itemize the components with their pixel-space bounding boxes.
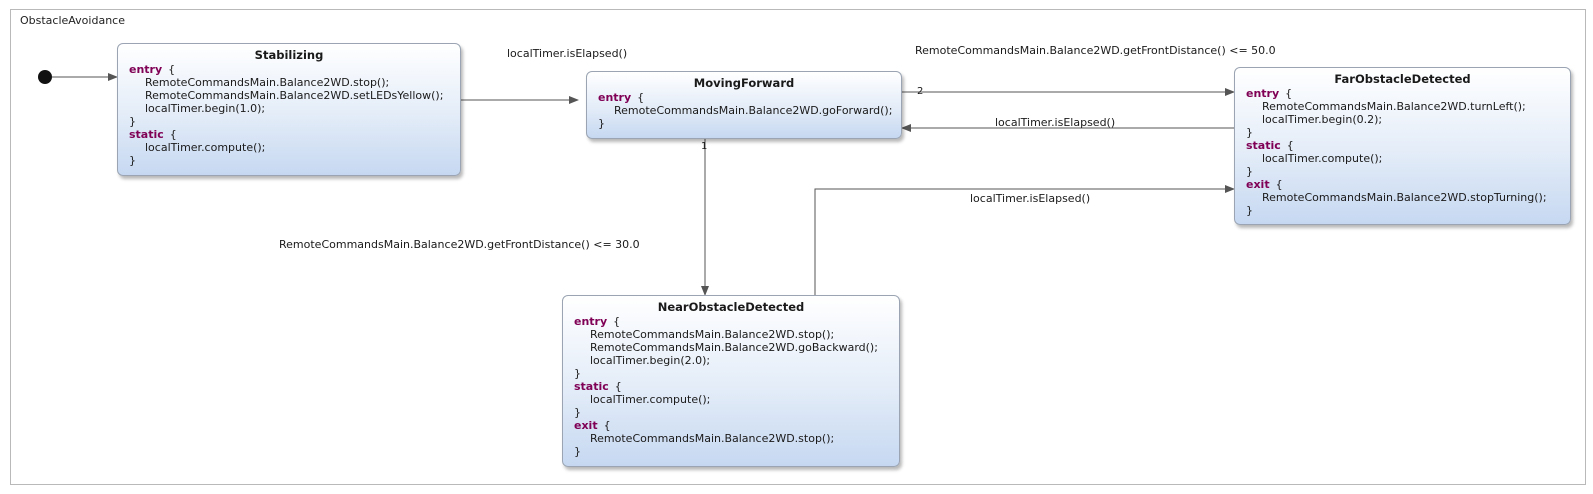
action-statement: localTimer.compute(); [1262,152,1383,165]
open-brace: { [1285,87,1293,100]
open-brace: { [613,315,621,328]
action-keyword: exit [1246,178,1270,191]
label-stabilizing-to-movingforward: localTimer.isElapsed() [507,47,628,60]
action-statement: RemoteCommandsMain.Balance2WD.goForward(… [614,104,893,117]
action-block-header: static { [574,380,888,393]
action-statement: localTimer.begin(0.2); [1262,113,1383,126]
open-brace: { [1286,139,1294,152]
close-brace: } [1246,204,1253,217]
state-movingforward[interactable]: MovingForward entry {RemoteCommandsMain.Ba… [586,71,902,139]
action-block-header: static { [1246,139,1559,152]
state-name: NearObstacleDetected [657,300,805,314]
action-keyword: exit [574,419,598,432]
action-statement: RemoteCommandsMain.Balance2WD.goBackward… [590,341,878,354]
action-statement: localTimer.begin(1.0); [145,102,266,115]
action-keyword: entry [1246,87,1280,100]
close-brace: } [129,115,136,128]
action-keyword: static [574,380,609,393]
state-name: Stabilizing [254,48,324,62]
label-movingforward-to-nearobstacle: RemoteCommandsMain.Balance2WD.getFrontDi… [279,238,640,251]
open-brace: { [169,128,177,141]
action-statement: RemoteCommandsMain.Balance2WD.turnLeft()… [1262,100,1526,113]
action-block-header: exit { [574,419,888,432]
action-block-header: static { [129,128,449,141]
action-keyword: static [129,128,164,141]
open-brace: { [1275,178,1283,191]
action-statement: RemoteCommandsMain.Balance2WD.stopTurnin… [1262,191,1547,204]
action-keyword: entry [598,91,632,104]
action-keyword: static [1246,139,1281,152]
close-brace: } [1246,165,1253,178]
priority-movingforward-to-farobstacle: 2 [917,86,924,97]
open-brace: { [614,380,622,393]
priority-movingforward-to-nearobstacle: 1 [701,141,708,152]
close-brace: } [598,117,605,130]
action-statement: localTimer.compute(); [145,141,266,154]
diagram-title: ObstacleAvoidance [20,14,125,27]
action-statement: RemoteCommandsMain.Balance2WD.stop(); [145,76,390,89]
open-brace: { [637,91,645,104]
label-movingforward-to-farobstacle: RemoteCommandsMain.Balance2WD.getFrontDi… [915,44,1276,57]
open-brace: { [603,419,611,432]
state-name: MovingForward [693,76,795,90]
action-statement: RemoteCommandsMain.Balance2WD.stop(); [590,432,835,445]
action-statement: localTimer.compute(); [590,393,711,406]
action-keyword: entry [574,315,608,328]
action-statement: RemoteCommandsMain.Balance2WD.stop(); [590,328,835,341]
close-brace: } [129,154,136,167]
close-brace: } [574,367,581,380]
label-nearobstacle-to-farobstacle: localTimer.isElapsed() [970,192,1091,205]
action-statement: localTimer.begin(2.0); [590,354,711,367]
action-block-header: exit { [1246,178,1559,191]
close-brace: } [1246,126,1253,139]
action-block-header: entry { [1246,87,1559,100]
state-name: FarObstacleDetected [1334,72,1471,86]
action-keyword: entry [129,63,163,76]
initial-pseudostate[interactable] [38,70,52,84]
action-block-header: entry { [129,63,449,76]
action-statement: RemoteCommandsMain.Balance2WD.setLEDsYel… [145,89,444,102]
label-farobstacle-to-movingforward: localTimer.isElapsed() [995,116,1116,129]
open-brace: { [168,63,176,76]
action-block-header: entry { [574,315,888,328]
close-brace: } [574,445,581,458]
action-block-header: entry { [598,91,890,104]
transition-nearobstacle-to-farobstacle[interactable] [814,185,1235,295]
close-brace: } [574,406,581,419]
